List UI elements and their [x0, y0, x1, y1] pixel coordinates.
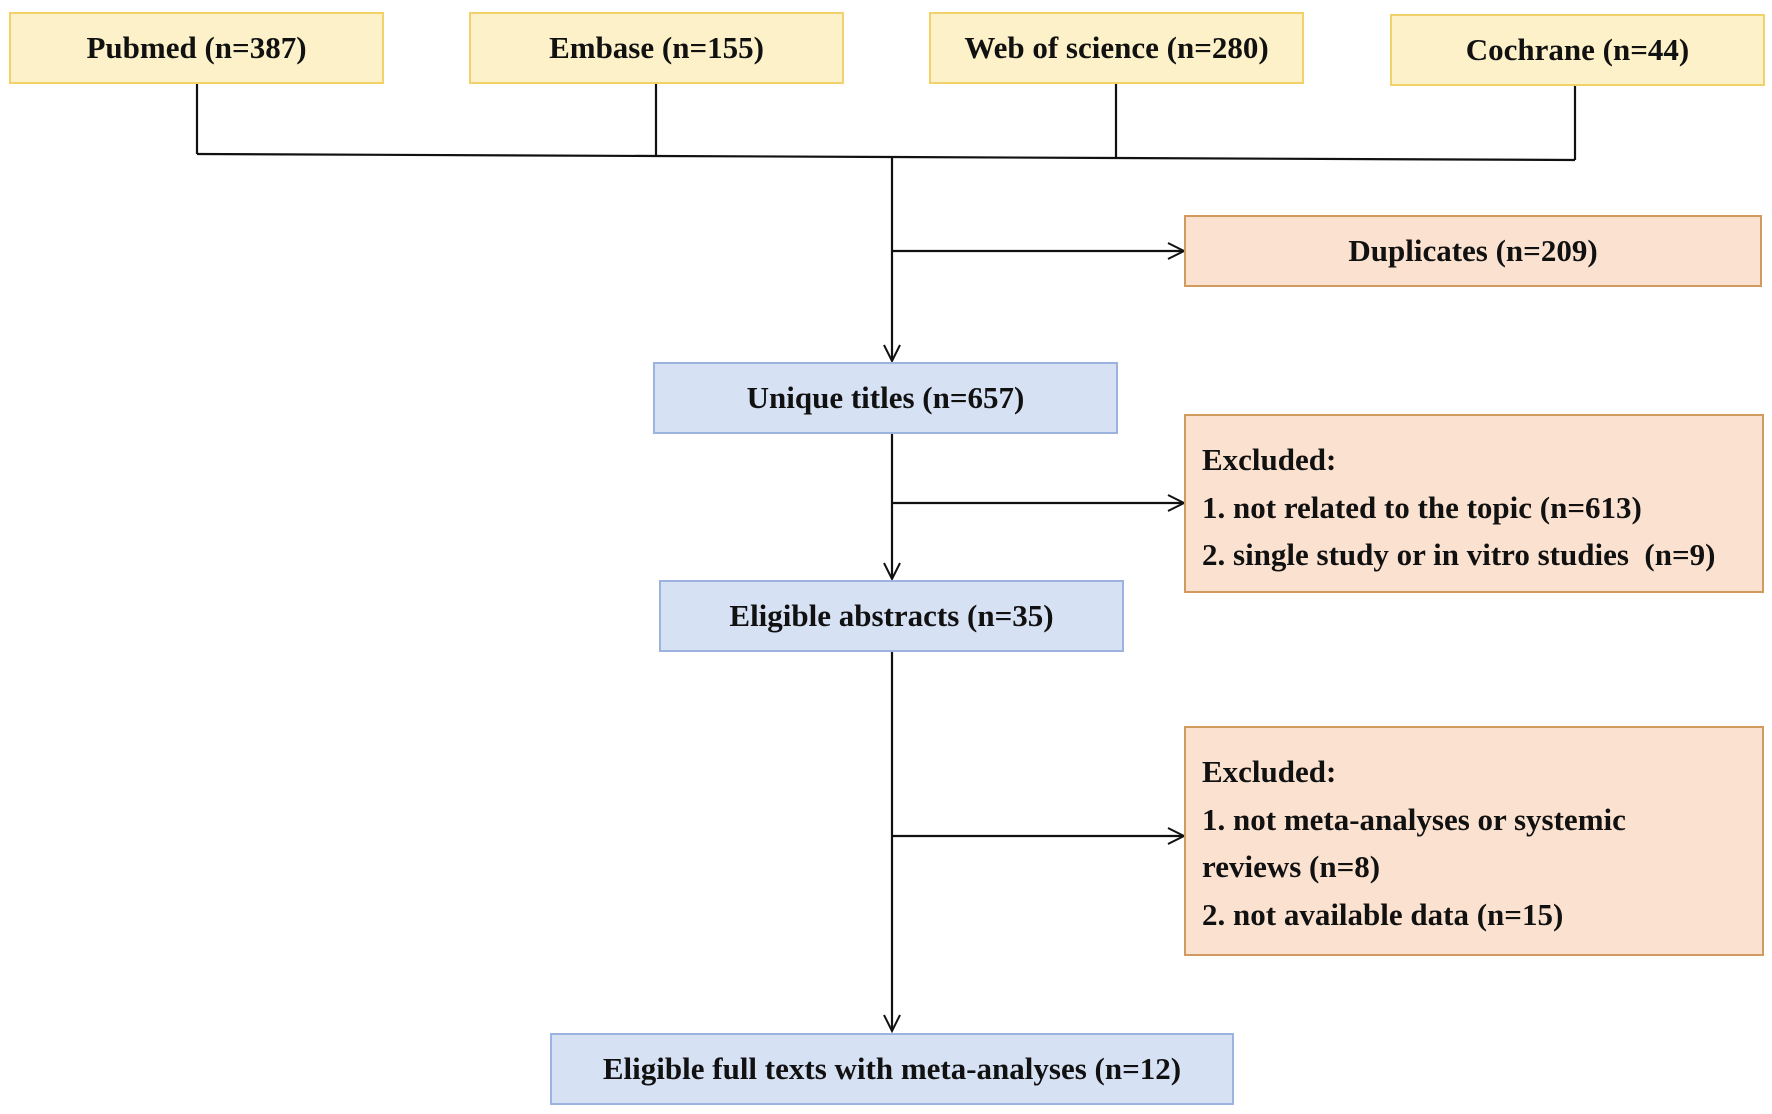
source-label-web-of-science: Web of science (n=280) [964, 30, 1269, 65]
exclusion-2-item: reviews (n=8) [1202, 849, 1381, 884]
exclusion-box-2: Excluded: 1. not meta-analyses or system… [1184, 726, 1764, 956]
source-box-web-of-science: Web of science (n=280) [929, 12, 1304, 84]
source-label-cochrane: Cochrane (n=44) [1465, 32, 1690, 67]
duplicates-label: Duplicates (n=209) [1348, 233, 1598, 268]
exclusion-1-item: 1. not related to the topic (n=613) [1202, 489, 1642, 525]
exclusion-2-heading: Excluded: [1202, 754, 1337, 789]
exclusion-1-heading: Excluded: [1202, 442, 1337, 477]
source-label-embase: Embase (n=155) [549, 30, 764, 65]
exclusion-box-1: Excluded: 1. not related to the topic (n… [1184, 414, 1764, 593]
source-box-cochrane: Cochrane (n=44) [1390, 14, 1765, 86]
source-label-pubmed: Pubmed (n=387) [86, 30, 307, 65]
final-included-box: Eligible full texts with meta-analyses (… [550, 1033, 1234, 1105]
unique-titles-box: Unique titles (n=657) [653, 362, 1118, 434]
duplicates-box: Duplicates (n=209) [1184, 215, 1762, 287]
exclusion-2-item: 1. not meta-analyses or systemic [1202, 801, 1626, 837]
unique-titles-label: Unique titles (n=657) [746, 380, 1025, 415]
final-included-label: Eligible full texts with meta-analyses (… [602, 1051, 1182, 1086]
eligible-abstracts-box: Eligible abstracts (n=35) [659, 580, 1124, 652]
source-box-pubmed: Pubmed (n=387) [9, 12, 384, 84]
merge-line [196, 152, 1576, 162]
exclusion-2-item: 2. not available data (n=15) [1202, 896, 1564, 932]
eligible-abstracts-label: Eligible abstracts (n=35) [729, 598, 1054, 633]
source-box-embase: Embase (n=155) [469, 12, 844, 84]
exclusion-1-item: 2. single study or in vitro studies (n=9… [1202, 537, 1716, 572]
